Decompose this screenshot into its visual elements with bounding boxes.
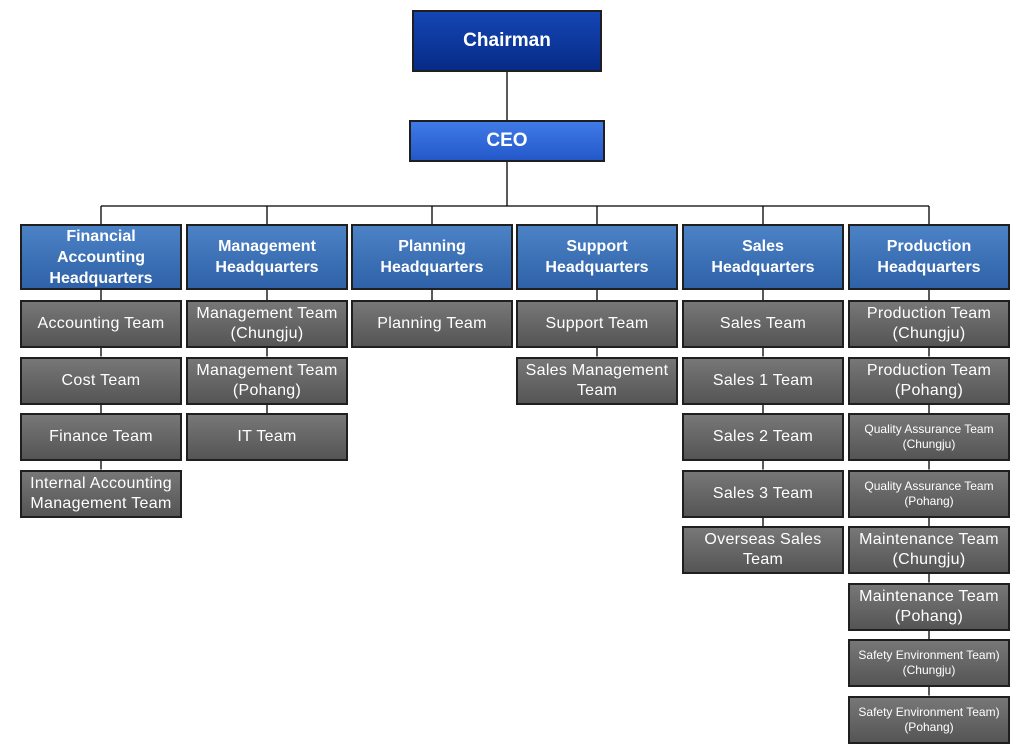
team-box: Production Team (Pohang) <box>848 356 1010 405</box>
team-box: Sales 2 Team <box>682 413 844 461</box>
chairman-box: Chairman <box>412 10 602 72</box>
team-box: Internal Accounting Management Team <box>20 469 182 518</box>
team-box: Maintenance Team (Pohang) <box>848 582 1010 631</box>
headquarters-box: Planning Headquarters <box>351 224 513 290</box>
team-box: Maintenance Team (Chungju) <box>848 526 1010 574</box>
team-box: Management Team (Chungju) <box>186 300 348 348</box>
team-box: Safety Environment Team) (Pohang) <box>848 695 1010 744</box>
team-box: Quality Assurance Team (Pohang) <box>848 469 1010 518</box>
team-box: Safety Environment Team) (Chungju) <box>848 639 1010 687</box>
ceo-box: CEO <box>409 120 605 162</box>
team-box: Sales Team <box>682 300 844 348</box>
team-box: Management Team (Pohang) <box>186 356 348 405</box>
team-box: Finance Team <box>20 413 182 461</box>
team-box: Quality Assurance Team (Chungju) <box>848 413 1010 461</box>
team-box: Cost Team <box>20 356 182 405</box>
team-box: Sales Management Team <box>516 356 678 405</box>
headquarters-box: Financial Accounting Headquarters <box>20 224 182 290</box>
team-box: Production Team (Chungju) <box>848 300 1010 348</box>
team-box: Planning Team <box>351 300 513 348</box>
headquarters-box: Sales Headquarters <box>682 224 844 290</box>
team-box: Support Team <box>516 300 678 348</box>
team-box: Overseas Sales Team <box>682 526 844 574</box>
team-box: IT Team <box>186 413 348 461</box>
headquarters-box: Production Headquarters <box>848 224 1010 290</box>
team-box: Sales 1 Team <box>682 356 844 405</box>
headquarters-box: Management Headquarters <box>186 224 348 290</box>
team-box: Sales 3 Team <box>682 469 844 518</box>
headquarters-box: Support Headquarters <box>516 224 678 290</box>
team-box: Accounting Team <box>20 300 182 348</box>
